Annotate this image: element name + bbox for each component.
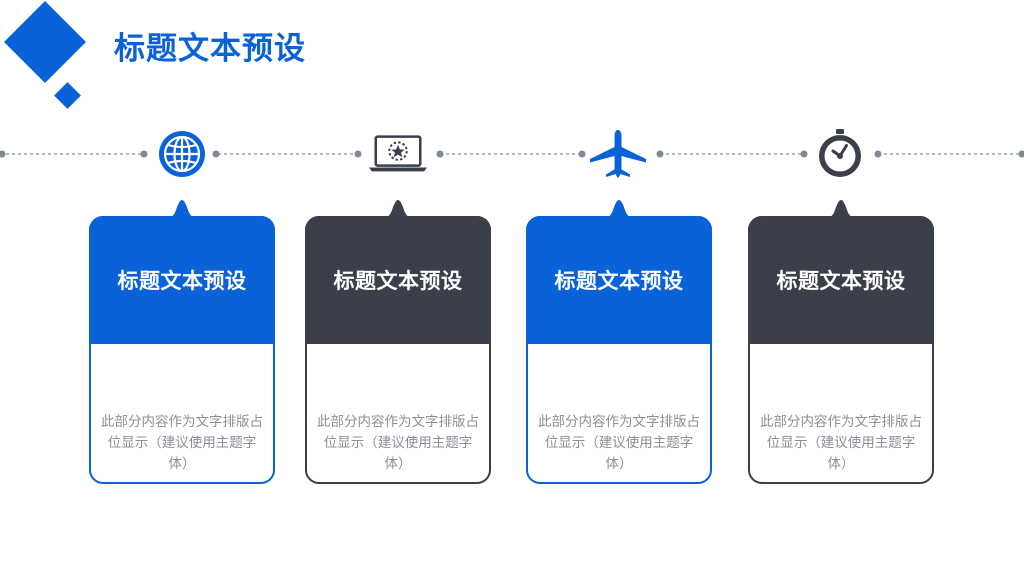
timeline-node	[140, 150, 148, 158]
airplane-icon	[588, 126, 648, 182]
timeline-node	[656, 150, 664, 158]
card-title: 标题文本预设	[554, 269, 684, 293]
timeline	[0, 150, 1024, 158]
timeline-node	[354, 150, 362, 158]
timeline-node	[578, 150, 586, 158]
feature-card: 标题文本预设 此部分内容作为文字排版占位显示（建议使用主题字体）	[305, 200, 491, 484]
card-header: 标题文本预设	[748, 216, 934, 344]
card-header: 标题文本预设	[526, 216, 712, 344]
globe-icon	[152, 126, 212, 182]
card-pointer	[597, 200, 641, 220]
timeline-node	[212, 150, 220, 158]
logo-diamond-small	[54, 82, 81, 109]
laptop-icon	[368, 126, 428, 182]
feature-card: 标题文本预设 此部分内容作为文字排版占位显示（建议使用主题字体）	[526, 200, 712, 484]
card-pointer	[819, 200, 863, 220]
feature-card: 标题文本预设 此部分内容作为文字排版占位显示（建议使用主题字体）	[748, 200, 934, 484]
timeline-node	[874, 150, 882, 158]
card-header: 标题文本预设	[89, 216, 275, 344]
clock-icon	[810, 126, 870, 182]
card-pointer	[376, 200, 420, 220]
feature-card: 标题文本预设 此部分内容作为文字排版占位显示（建议使用主题字体）	[89, 200, 275, 484]
timeline-node	[436, 150, 444, 158]
card-title: 标题文本预设	[117, 269, 247, 293]
card-description: 此部分内容作为文字排版占位显示（建议使用主题字体）	[760, 414, 922, 472]
page-title: 标题文本预设	[114, 31, 306, 67]
card-title: 标题文本预设	[776, 269, 906, 293]
logo-diamond-large	[3, 0, 87, 84]
card-description: 此部分内容作为文字排版占位显示（建议使用主题字体）	[538, 414, 700, 472]
timeline-node	[1018, 150, 1024, 158]
card-header: 标题文本预设	[305, 216, 491, 344]
card-description: 此部分内容作为文字排版占位显示（建议使用主题字体）	[101, 414, 263, 472]
timeline-node	[0, 150, 6, 158]
timeline-node	[800, 150, 808, 158]
card-description: 此部分内容作为文字排版占位显示（建议使用主题字体）	[317, 414, 479, 472]
card-pointer	[160, 200, 204, 220]
card-title: 标题文本预设	[333, 269, 463, 293]
